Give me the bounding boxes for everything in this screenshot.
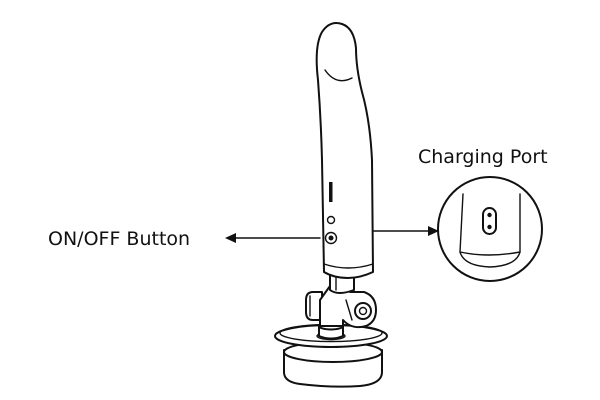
charging-port-leader bbox=[372, 226, 439, 236]
power-button-leader bbox=[225, 233, 321, 243]
mount-joint bbox=[305, 269, 377, 329]
power-button-label: ON/OFF Button bbox=[48, 228, 190, 250]
charging-port-callout bbox=[437, 176, 543, 282]
arrowhead-icon bbox=[225, 233, 236, 243]
led-indicator bbox=[326, 215, 336, 225]
arrowhead-icon bbox=[428, 226, 439, 236]
brand-mark bbox=[329, 182, 333, 202]
suction-cup-base bbox=[274, 321, 388, 388]
power-button-icon bbox=[324, 231, 338, 245]
charging-port-label: Charging Port bbox=[418, 146, 548, 168]
charging-port-icon bbox=[482, 207, 497, 235]
device-body bbox=[315, 22, 374, 279]
